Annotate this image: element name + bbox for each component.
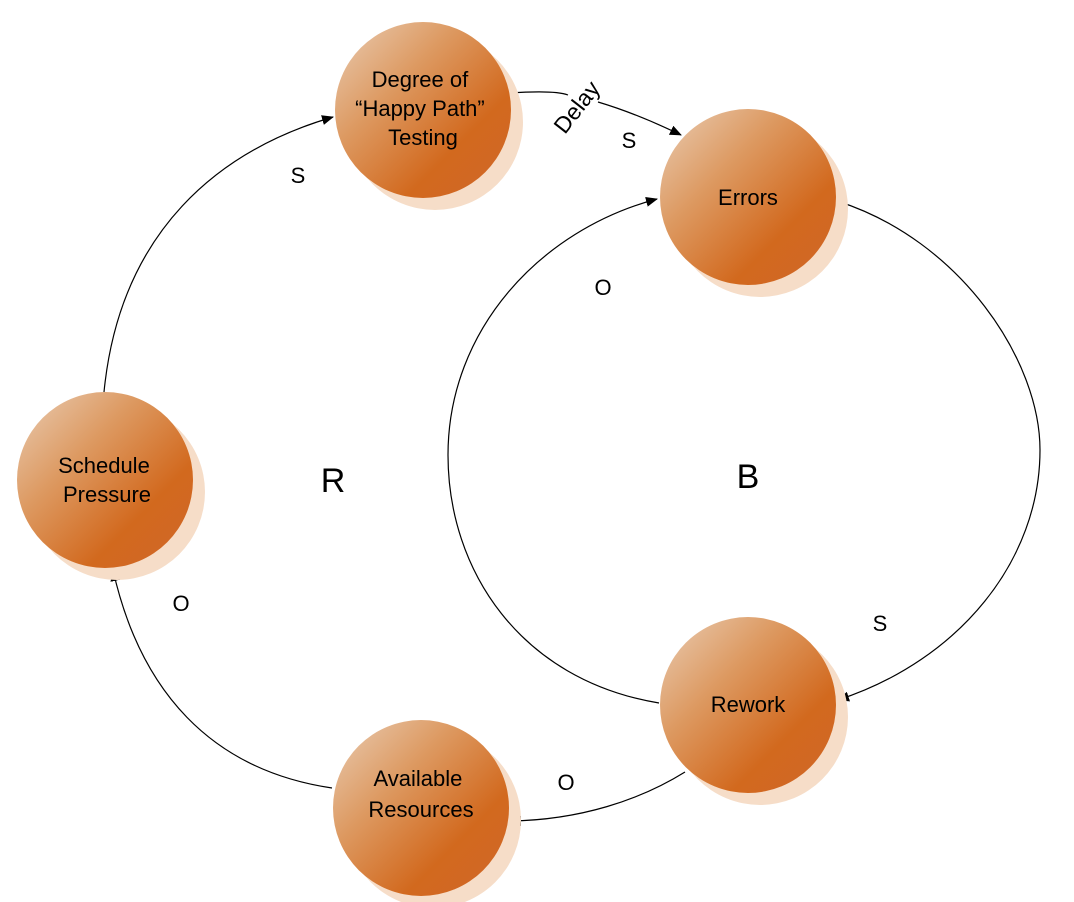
- node-label: Rework: [711, 692, 787, 717]
- polarity-label-rework-to-errors: O: [594, 275, 611, 300]
- node-circle: [17, 392, 193, 568]
- node-circle: [333, 720, 509, 896]
- polarity-label-resources-to-schedule: O: [172, 591, 189, 616]
- edge-errors-to-rework: [836, 200, 1041, 702]
- delay-label: Delay: [548, 76, 605, 139]
- node-circle: [335, 22, 511, 198]
- polarity-label-testing-to-errors: S: [622, 128, 637, 153]
- node-label: Schedule Pressure: [58, 453, 156, 507]
- node-errors: Errors: [660, 109, 848, 297]
- node-label: Degree of “Happy Path” Testing: [355, 67, 491, 150]
- node-schedule-pressure: Schedule Pressure: [17, 392, 205, 580]
- node-label: Available Resources: [368, 766, 473, 822]
- edge-resources-to-schedule: [110, 569, 333, 789]
- loop-label-reinforcing: R: [321, 462, 346, 500]
- node-available-resources: Available Resources: [333, 720, 521, 902]
- polarity-label-schedule-to-testing: S: [291, 163, 306, 188]
- polarity-label-errors-to-rework: S: [873, 611, 888, 636]
- edge-rework-to-errors: [447, 196, 660, 704]
- node-happy-path-testing: Degree of “Happy Path” Testing: [335, 22, 523, 210]
- edge-testing-to-errors: [509, 91, 569, 96]
- edge-schedule-to-testing: [103, 115, 334, 393]
- node-label: Errors: [718, 185, 778, 210]
- edge-rework-to-resources: [509, 771, 686, 826]
- loop-label-balancing: B: [737, 458, 760, 496]
- node-rework: Rework: [660, 617, 848, 805]
- node-circle: [660, 109, 836, 285]
- node-circle: [660, 617, 836, 793]
- edge-testing-to-errors-after-delay: [597, 101, 682, 136]
- polarity-label-rework-to-resources: O: [557, 770, 574, 795]
